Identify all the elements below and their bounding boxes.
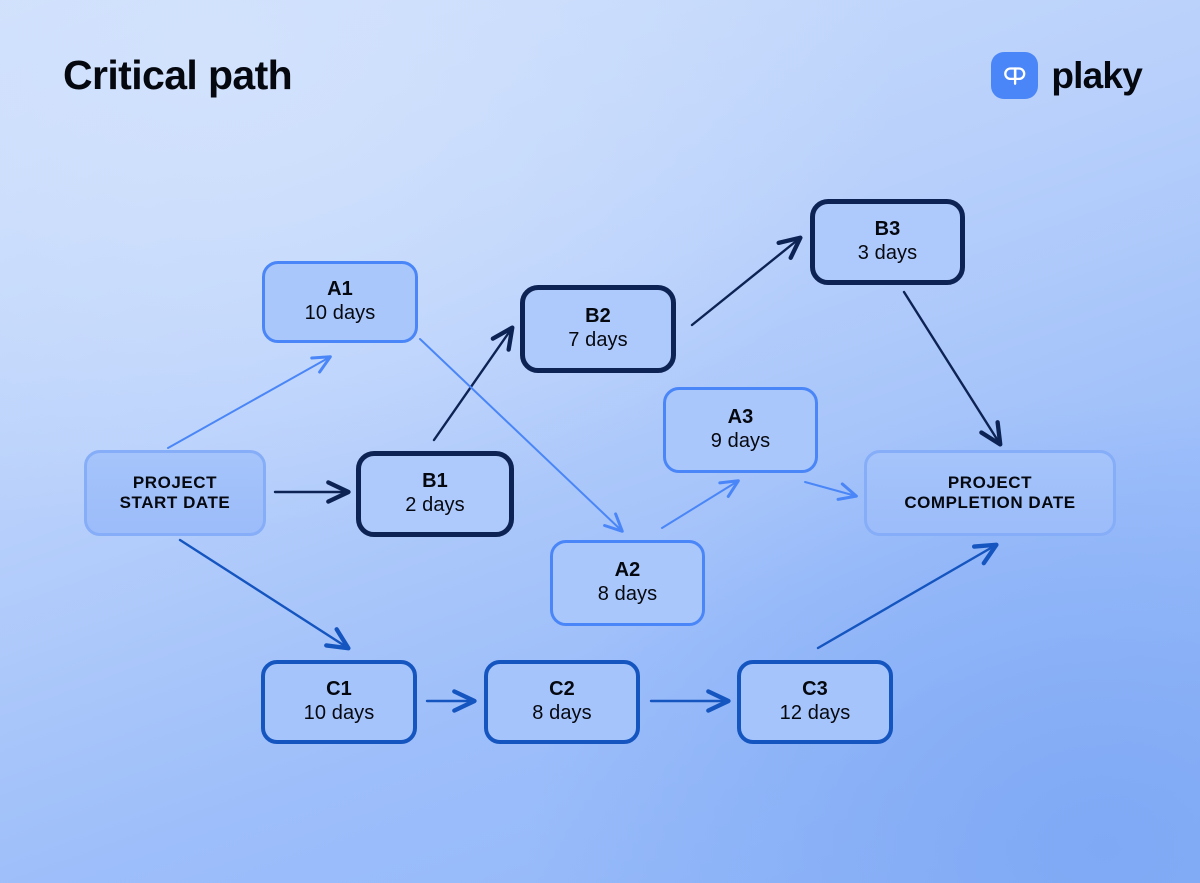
node-c1-label: C1	[326, 678, 352, 701]
node-a2-duration: 8 days	[597, 583, 658, 605]
edge-a2-to-a3	[661, 479, 740, 529]
node-b1-label: B1	[422, 470, 448, 493]
node-completion-label: PROJECT	[947, 472, 1033, 492]
node-a1-duration: 10 days	[304, 302, 376, 324]
edge-b2-to-b3	[690, 235, 803, 327]
node-completion-duration: COMPLETION DATE	[904, 493, 1076, 512]
edge-b1-to-b2	[432, 325, 515, 442]
node-c1-duration: 10 days	[303, 702, 375, 724]
node-a3-duration: 9 days	[710, 430, 771, 452]
node-a3-label: A3	[727, 406, 754, 429]
node-start-label: PROJECT	[132, 472, 218, 492]
plaky-logo-icon	[991, 52, 1039, 99]
node-c2-label: C2	[549, 678, 575, 701]
edge-b3-to-completion	[902, 290, 1003, 447]
edge-a3-to-completion	[804, 481, 858, 501]
node-b1-duration: 2 days	[405, 494, 465, 516]
brand-logo: plaky	[991, 52, 1143, 99]
edge-start-to-c1	[178, 538, 351, 651]
node-c2-duration: 8 days	[532, 702, 592, 724]
node-b3-label: B3	[874, 218, 901, 241]
node-start-duration: START DATE	[119, 493, 231, 512]
node-a1-label: A1	[327, 278, 353, 301]
node-b2-duration: 7 days	[568, 329, 628, 351]
brand-name: plaky	[1051, 55, 1142, 96]
page-title: Critical path	[63, 52, 293, 98]
edge-c3-to-completion	[816, 542, 999, 650]
node-c3-duration: 12 days	[779, 702, 851, 724]
node-a2-label: A2	[614, 559, 641, 582]
edge-a1-to-a2	[419, 338, 624, 533]
edge-start-to-a1	[167, 355, 332, 449]
node-b2-label: B2	[585, 305, 611, 328]
node-b3-duration: 3 days	[857, 242, 918, 264]
node-c3-label: C3	[802, 678, 828, 701]
